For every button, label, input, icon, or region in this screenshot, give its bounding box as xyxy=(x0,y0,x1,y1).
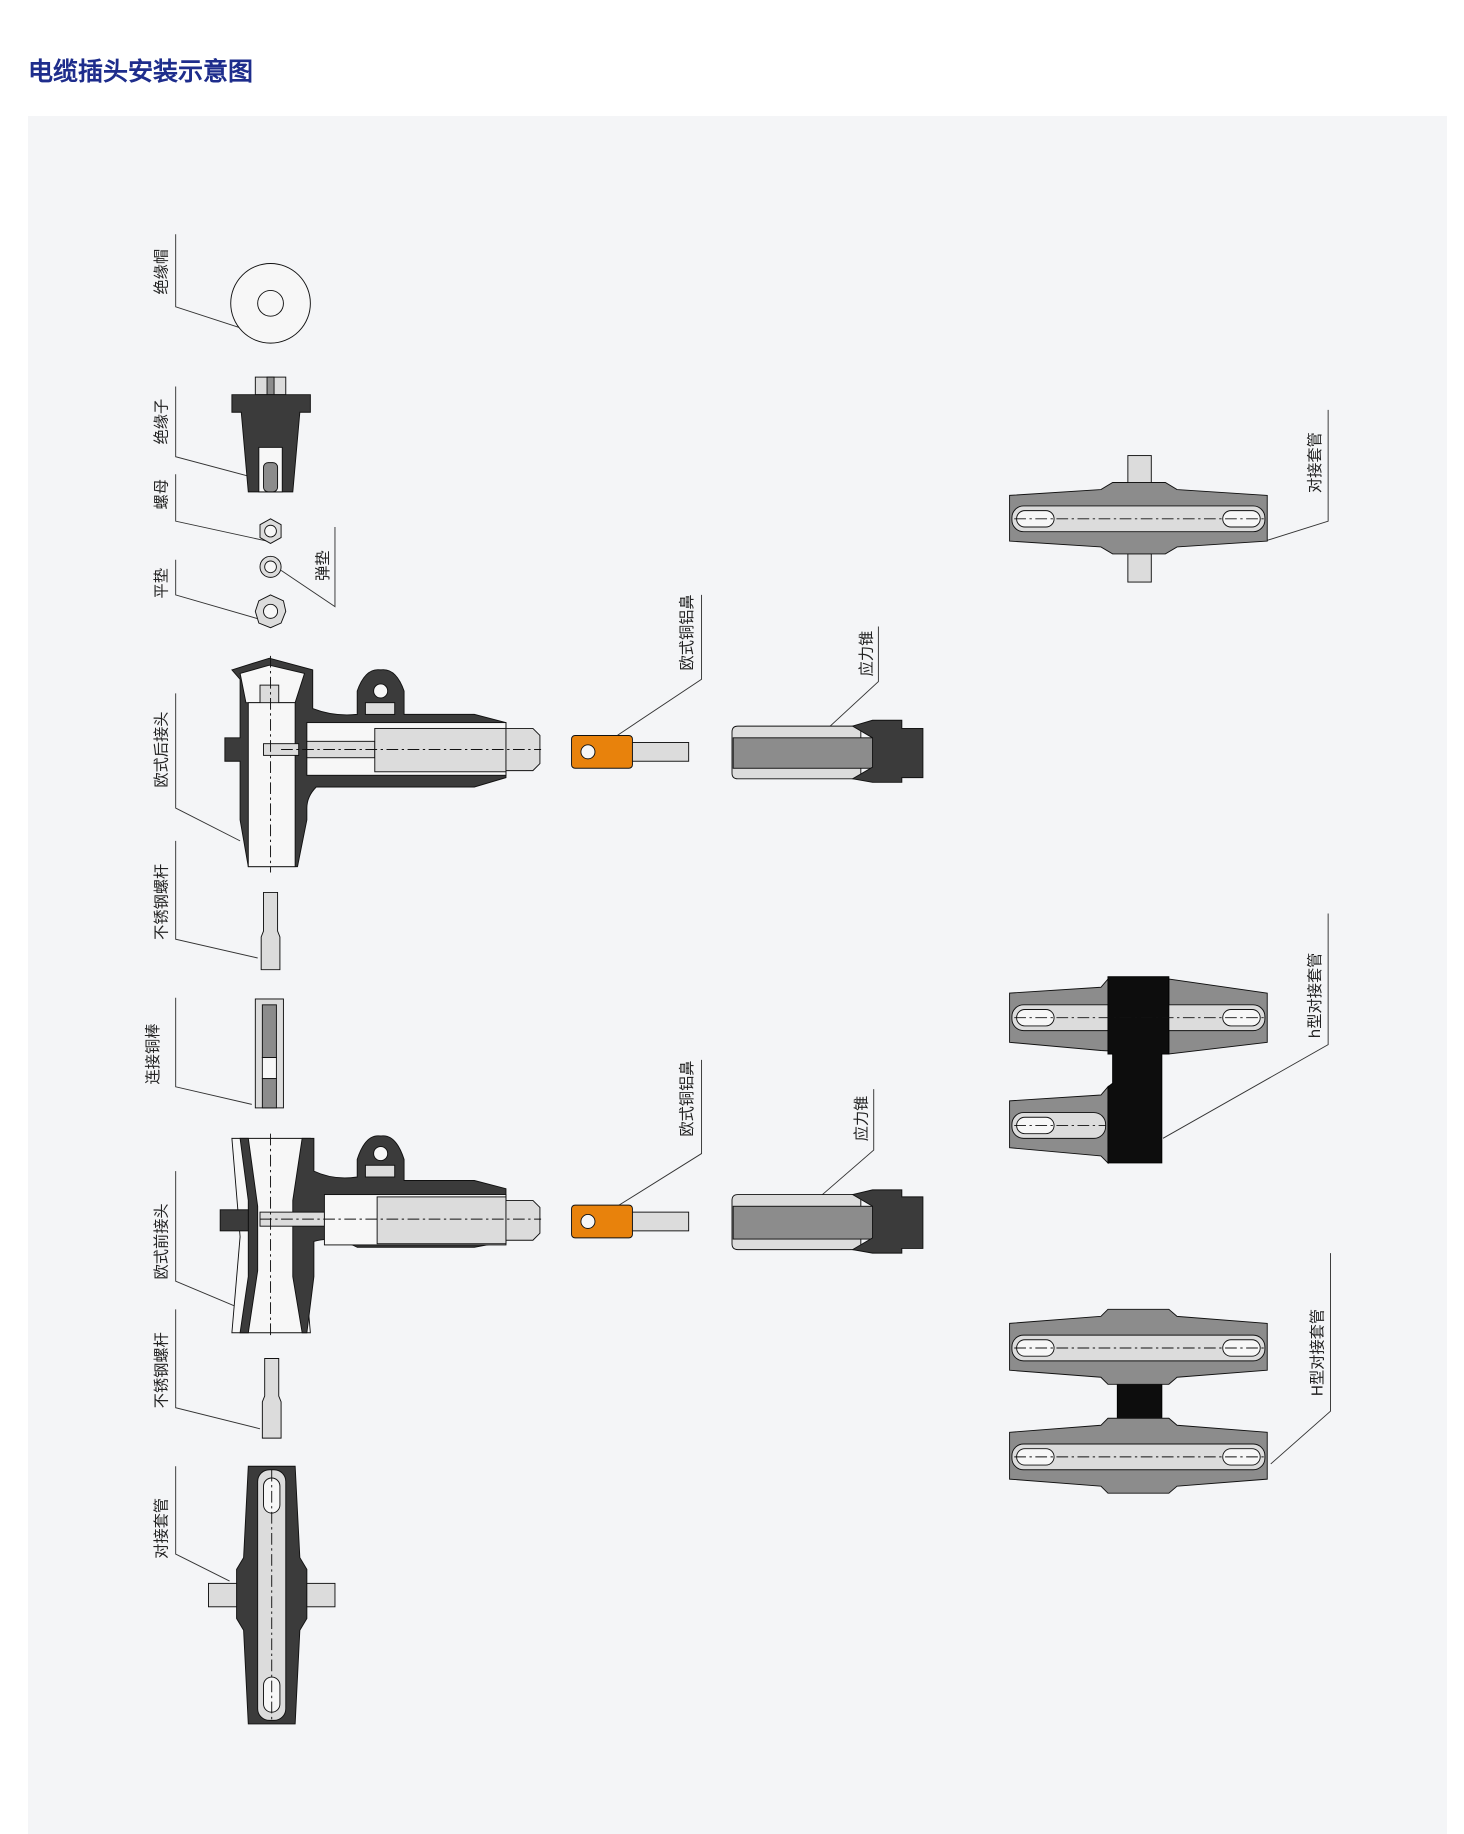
label-text: 不锈钢螺杆 xyxy=(152,1332,170,1408)
label-coupling-sleeve-left: 对接套管 xyxy=(152,1466,230,1582)
label-text: 绝缘帽 xyxy=(152,249,170,295)
lug-2-part xyxy=(571,1204,690,1239)
h-sleeve-upper-part xyxy=(1009,1308,1268,1494)
label-flat-washer: 平垫 xyxy=(152,559,265,622)
stress-cone-2-part xyxy=(731,1189,924,1254)
lug-1-part xyxy=(571,735,690,769)
stainless-bolt-2-part xyxy=(261,1358,282,1439)
flat-washer-part xyxy=(254,594,287,629)
label-euro-front-connector: 欧式前接头 xyxy=(152,1171,235,1307)
label-stainless-bolt-1: 不锈钢螺杆 xyxy=(152,840,258,959)
label-text: 螺母 xyxy=(152,479,170,509)
label-text: 欧式铜铝鼻 xyxy=(678,1060,696,1136)
label-text: H型对接套管 xyxy=(1308,1309,1326,1397)
label-text: 应力锥 xyxy=(853,1096,871,1142)
label-text: 绝缘子 xyxy=(152,399,170,445)
nut-part xyxy=(259,518,282,544)
label-stainless-bolt-2: 不锈钢螺杆 xyxy=(152,1309,261,1430)
coupling-sleeve-left-part xyxy=(208,1465,336,1725)
label-text: 弹垫 xyxy=(314,550,332,580)
label-spring-washer: 弹垫 xyxy=(280,527,336,608)
label-stress-cone-1: 应力锥 xyxy=(817,626,879,739)
label-lug-1: 欧式铜铝鼻 xyxy=(616,594,703,736)
label-text: 不锈钢螺杆 xyxy=(152,864,170,940)
label-text: 欧式前接头 xyxy=(152,1203,170,1279)
label-lug-2: 欧式铜铝鼻 xyxy=(616,1059,703,1207)
label-text: 欧式后接头 xyxy=(152,711,170,787)
spring-washer-part xyxy=(259,555,282,578)
label-insulator: 绝缘子 xyxy=(152,386,264,481)
page-title: 电缆插头安装示意图 xyxy=(28,57,254,86)
label-copper-rod: 连接铜棒 xyxy=(144,997,252,1105)
stainless-bolt-1-part xyxy=(260,891,281,971)
label-stress-cone-2: 应力锥 xyxy=(811,1089,875,1205)
label-euro-rear-connector: 欧式后接头 xyxy=(152,693,241,842)
stress-cone-1-part xyxy=(731,719,924,783)
h-sleeve-lower-part xyxy=(1009,976,1268,1165)
label-text: 欧式铜铝鼻 xyxy=(678,594,696,670)
coupling-sleeve-right-part xyxy=(1009,455,1268,583)
insulator-part xyxy=(231,376,311,493)
label-h-sleeve-lower: h型对接套管 xyxy=(1162,913,1329,1139)
label-text: h型对接套管 xyxy=(1306,953,1324,1039)
label-nut: 螺母 xyxy=(152,474,268,542)
label-coupling-sleeve-right: 对接套管 xyxy=(1264,409,1329,542)
label-text: 对接套管 xyxy=(152,1498,170,1559)
copper-rod-part xyxy=(254,998,284,1109)
euro-front-connector-part xyxy=(219,1133,542,1338)
label-h-sleeve-upper: H型对接套管 xyxy=(1270,1253,1331,1465)
label-text: 应力锥 xyxy=(857,631,875,677)
euro-rear-connector-part xyxy=(224,655,542,873)
label-text: 对接套管 xyxy=(1306,432,1324,493)
label-text: 平垫 xyxy=(152,568,170,598)
insulating-cap-part xyxy=(230,263,311,344)
label-text: 连接铜棒 xyxy=(144,1024,162,1085)
